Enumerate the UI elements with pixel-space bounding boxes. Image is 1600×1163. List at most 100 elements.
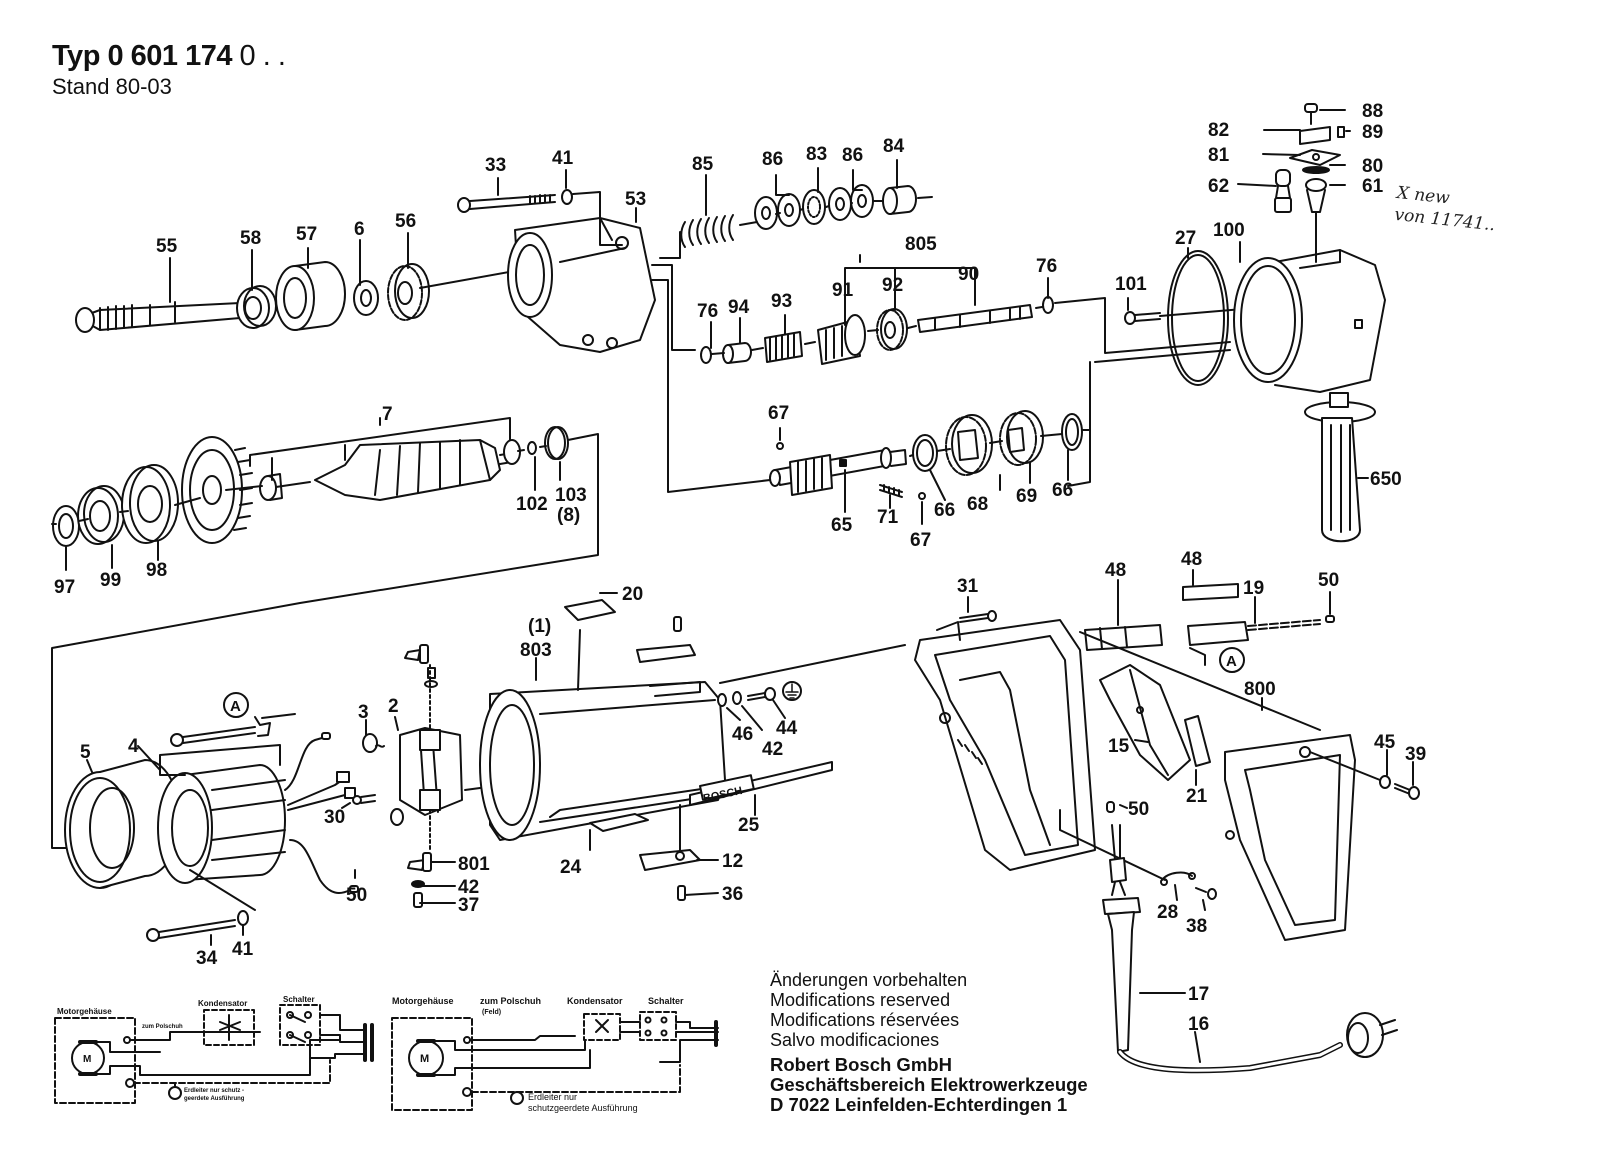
wd1-switch-label: Schalter [283,995,315,1004]
footer-address: D 7022 Leinfelden-Echterdingen 1 [770,1094,1068,1115]
part-label-102: 102 [516,494,548,515]
part-label-17: 17 [1188,984,1209,1005]
part-label-55: 55 [156,236,178,257]
part-label-99: 99 [100,570,121,591]
stator-part-4 [157,764,286,884]
part-label-61: 61 [1362,176,1384,197]
part-label-91: 91 [832,280,854,301]
bearing-part-83 [802,189,826,225]
plug-part-50-wire [1106,801,1115,813]
o-ring-part-27 [1167,250,1229,386]
part-label-76: 76 [1036,256,1057,277]
part-label-805: 805 [905,234,937,255]
screw-part-30 [352,794,376,805]
part-label-15: 15 [1108,736,1130,757]
ball-part-67-b [918,492,926,500]
label-leaders-armature [65,456,561,571]
part-label-103: 103 [555,485,587,506]
part-label-3: 3 [358,702,369,723]
leader-28 [1059,809,1166,881]
gear-part-56 [387,263,430,321]
part-label-100: 100 [1213,220,1245,241]
screw-part-33 [457,194,556,213]
wd2-pole-shoe-label: zum Polschuh [480,996,541,1006]
spindle-part-55 [75,301,241,333]
washer-part-86-b [828,184,874,221]
side-handle-part-650 [1304,392,1376,543]
screw-part-stator-upper [170,726,256,747]
gear-part-68 [945,414,993,476]
part-label-84: 84 [883,136,905,157]
part-label-30: 30 [324,807,345,828]
knob-part-62 [1274,169,1292,213]
part-label-80: 80 [1362,156,1383,177]
part-label-67: 67 [910,530,931,551]
part-label-41: 41 [552,148,574,169]
axis-lines-76-90 [711,297,1231,355]
part-label-803: 803 [520,640,552,661]
carbon-brush-part-48 [1182,583,1239,601]
motor-housing-part-803 [479,681,726,841]
label-plate-part-20 [564,599,616,621]
wd2-earth-note-1: Erdleiter nur [528,1092,577,1102]
part-label-36: 36 [722,884,743,905]
part-label-25: 25 [738,815,760,836]
washer-part-41-top [561,189,573,205]
part-label-48: 48 [1105,560,1126,581]
part-label-66: 66 [1052,480,1073,501]
screw-part-34 [146,919,236,942]
part-label-76: 76 [697,301,718,322]
part-label-34: 34 [196,948,218,969]
wd2-field-label: (Feld) [482,1009,501,1016]
washer-part-7-b [503,439,521,465]
plate-part-81 [1289,149,1341,166]
part-label-4: 4 [128,736,139,757]
circlip-part-76-a [700,346,712,364]
carbon-brushes-part-48-set [1084,624,1163,651]
leader-53-to-76 [651,264,696,351]
part-label-65: 65 [831,515,853,536]
part-label-89: 89 [1362,122,1383,143]
wd1-capacitor-label: Kondensator [198,999,247,1008]
part-label-62: 62 [1208,176,1229,197]
part-label-42: 42 [762,739,783,760]
screw-part-39 [1394,783,1420,800]
gear-housing-part-53 [507,217,656,353]
part-label-56: 56 [395,211,416,232]
depth-stop-part-61 [1305,178,1327,263]
part-label-31: 31 [957,576,979,597]
handle-half-right [1224,734,1356,941]
leader-45 [1309,751,1381,781]
armature-part-7 [314,439,513,501]
wd1-pole-shoe-label: zum Polschuh [142,1024,183,1030]
part-label-103-qty: (8) [557,505,580,526]
ground-symbol-icon [782,681,802,701]
label-plate-part-24 [589,813,649,832]
part-label-81: 81 [1208,145,1230,166]
part-label-57: 57 [296,224,317,245]
part-label-2: 2 [388,696,399,717]
label-leaders-gearhead [169,169,637,303]
screw-part-31 [959,610,997,623]
part-label-37: 37 [458,895,479,916]
part-label-5: 5 [80,742,91,763]
axis-lines-85-84 [659,196,933,259]
leader-53-to-65 [651,279,771,493]
ball-part-67-a [776,442,784,450]
leader-41-to-53 [572,191,623,246]
part-label-50: 50 [1128,799,1149,820]
leader-100-to-66 [1067,349,1231,487]
stator-wires [284,732,359,894]
part-label-42: 42 [458,877,479,898]
plug-part-50-top [1325,615,1335,623]
gear-part-69 [999,410,1044,466]
insulator-part-21 [1184,715,1211,767]
bracket-part-7 [249,417,511,481]
wiring-diagram-1 [54,1004,374,1104]
part-label-58: 58 [240,228,261,249]
label-leaders-intermediate [779,427,1069,525]
part-label-86: 86 [842,145,863,166]
brush-holder-part-2 [399,727,463,816]
